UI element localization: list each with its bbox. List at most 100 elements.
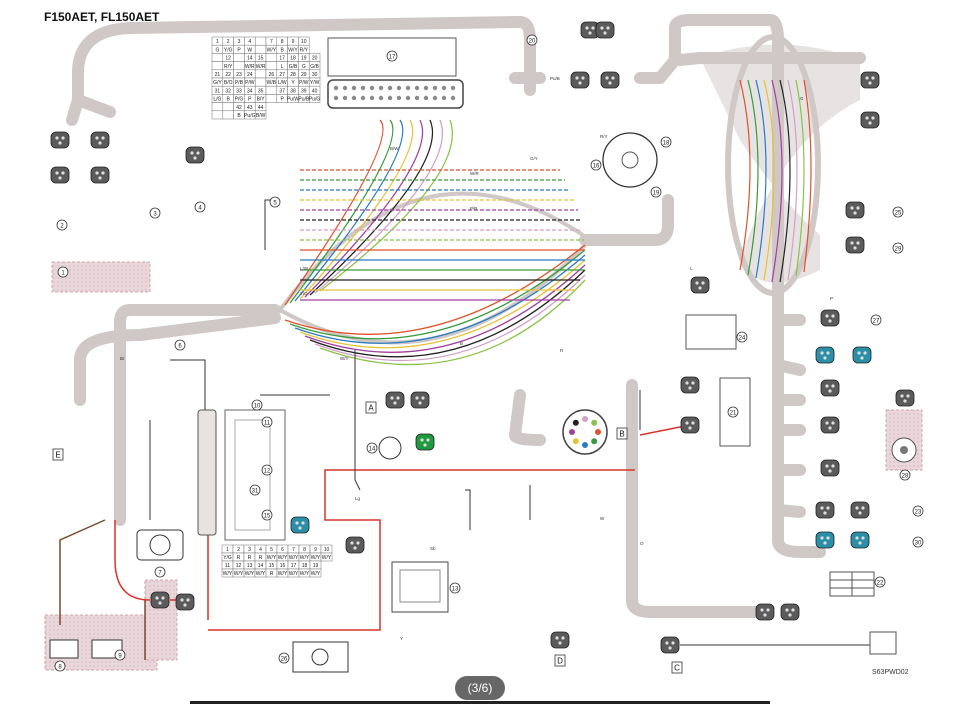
battery-9 xyxy=(91,639,123,659)
harness-main-to-right xyxy=(579,194,674,246)
connector-pin xyxy=(298,526,302,530)
pin-cell: Pu/B xyxy=(298,97,310,103)
round-connector-pin xyxy=(572,419,579,426)
pin-cell: 14 xyxy=(247,56,253,62)
ecm-pin xyxy=(333,85,339,91)
page-title: F150AET, FL150AET xyxy=(44,10,160,24)
pin-cell: G/Y xyxy=(213,80,222,86)
connector-pin xyxy=(688,426,692,430)
pin-cell: P/G xyxy=(235,97,244,103)
connector-pin xyxy=(763,613,767,617)
connector-pin xyxy=(301,521,305,525)
callout-13 xyxy=(449,582,461,594)
pin-cell: Pu/G xyxy=(244,113,256,119)
ecm-pin xyxy=(405,95,411,101)
connector-pin xyxy=(396,396,400,400)
pin-cell: 14 xyxy=(258,563,264,569)
callout-9 xyxy=(114,649,126,661)
wire-label: Br xyxy=(120,356,125,361)
module-10-inner xyxy=(234,419,271,531)
wire-label: B xyxy=(460,341,463,346)
pin-cell: L xyxy=(281,64,284,70)
connector-pin xyxy=(850,206,854,210)
pin-cell: 1 xyxy=(216,39,219,45)
pin-cell: 20 xyxy=(312,56,318,62)
pin-cell: 23 xyxy=(236,72,242,78)
callout-27 xyxy=(870,314,882,326)
pin-cell: 21 xyxy=(215,72,221,78)
pin-cell: Pu/W xyxy=(287,97,300,103)
connector-pin xyxy=(855,506,859,510)
pin-cell: Y xyxy=(291,80,295,86)
pin-cell: B/O xyxy=(224,80,233,86)
wire-label: W xyxy=(600,516,605,521)
connector xyxy=(755,603,775,621)
pin-cell: P xyxy=(237,47,241,53)
connector-pin xyxy=(820,506,824,510)
round-connector-pin xyxy=(591,419,598,426)
pin-cell: 16 xyxy=(280,563,286,569)
callout-number: 21 xyxy=(730,411,737,417)
pin-cell: 34 xyxy=(247,88,253,94)
connector-pin xyxy=(58,176,62,180)
connector-pin xyxy=(820,536,824,540)
letter-marker-text: E xyxy=(55,451,60,460)
pin-cell: 9 xyxy=(314,547,317,553)
ecm-connector xyxy=(327,79,464,109)
connector xyxy=(860,111,880,129)
pin-cell: 43 xyxy=(247,105,253,111)
connector-pin xyxy=(828,426,832,430)
connector xyxy=(815,501,835,519)
callout-number: 18 xyxy=(663,141,670,147)
pin-cell: W/Y xyxy=(256,571,266,577)
harness-trunks xyxy=(66,14,866,618)
component-26-box xyxy=(292,641,349,673)
pin-cell: P xyxy=(248,97,252,103)
wire-label: O xyxy=(640,541,644,546)
pin-cell: W/Y xyxy=(311,571,321,577)
pin-cell: 2 xyxy=(227,39,230,45)
connector-pin xyxy=(861,506,865,510)
connector-pin xyxy=(826,351,830,355)
callout-10 xyxy=(251,399,263,411)
connector-pin xyxy=(561,636,565,640)
pin-cell: 37 xyxy=(279,88,285,94)
callout-22 xyxy=(874,576,886,588)
connector-pin xyxy=(826,536,830,540)
pin-cell: L/W xyxy=(278,80,287,86)
connector-pin xyxy=(575,76,579,80)
ecm-pin xyxy=(450,95,456,101)
callout-number: 8 xyxy=(58,665,62,671)
letter-marker-text: B xyxy=(619,430,624,439)
pin-cell: B xyxy=(237,113,241,119)
callout-25 xyxy=(892,206,904,218)
harness-center-down xyxy=(509,389,546,446)
connector xyxy=(820,459,840,477)
pin-cell: 10 xyxy=(301,39,307,45)
harness-center-lens xyxy=(277,191,594,345)
wire-label: Y xyxy=(400,636,403,641)
pin-cell: G xyxy=(215,47,219,53)
connector-pin xyxy=(671,641,675,645)
pin-cell: W/Y xyxy=(288,47,298,53)
callout-30 xyxy=(912,536,924,548)
connector-pin xyxy=(95,136,99,140)
pin-cell: G xyxy=(302,64,306,70)
callout-number: 14 xyxy=(369,447,376,453)
pin-cell: W/Y xyxy=(245,571,255,577)
page-scrub-bar[interactable] xyxy=(190,701,770,704)
letter-marker-text: D xyxy=(557,657,563,666)
page-indicator[interactable]: (3/6) xyxy=(455,676,505,700)
connector-pin xyxy=(828,389,832,393)
connector-pin xyxy=(611,76,615,80)
callout-11 xyxy=(261,416,273,428)
pin-cell: B xyxy=(227,97,231,103)
callout-31 xyxy=(249,484,261,496)
pin-cell: R xyxy=(259,555,263,561)
connector-pin xyxy=(196,151,200,155)
wire-label: Sb xyxy=(430,546,436,551)
connector-pin xyxy=(558,641,562,645)
connector-pin xyxy=(421,396,425,400)
ecm-pin xyxy=(342,85,348,91)
